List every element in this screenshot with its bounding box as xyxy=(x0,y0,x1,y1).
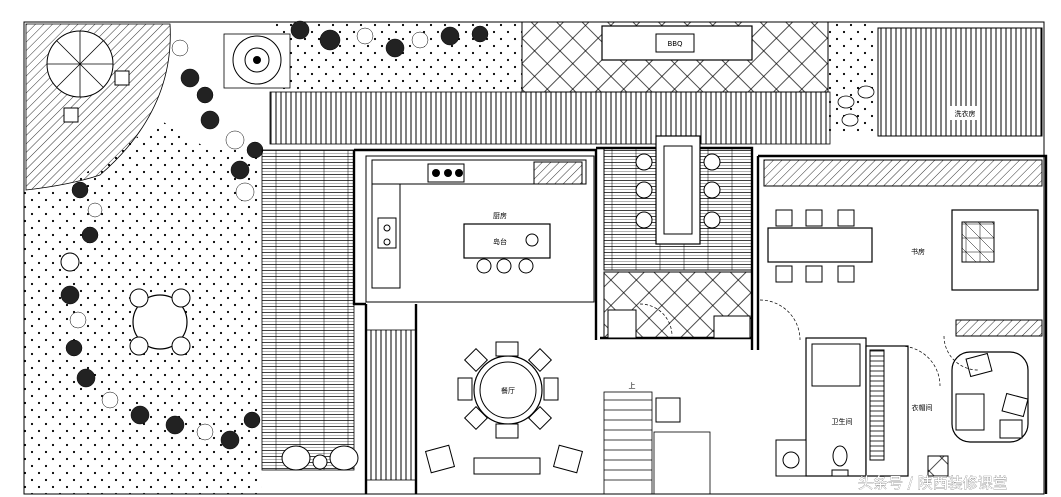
study-shelving xyxy=(763,159,1043,187)
toilet-icon xyxy=(831,445,849,477)
stair-up-label: 上 xyxy=(629,381,636,390)
bathroom-label: 卫生间 xyxy=(832,417,853,426)
study-shelf-bottom xyxy=(955,319,1043,337)
watermark: 头条号 / 陕西装修课堂 xyxy=(858,474,1008,492)
door-swings xyxy=(639,299,979,387)
bbq-label: BBQ xyxy=(667,40,683,48)
armchair xyxy=(655,397,681,423)
fridge xyxy=(533,161,583,185)
lounge-seats xyxy=(965,352,1029,439)
island-label: 岛台 xyxy=(493,237,507,246)
study-label: 书房 xyxy=(911,247,925,256)
cabinet-small xyxy=(607,309,637,339)
lounge-chairs xyxy=(424,444,584,475)
utility-label: 洗衣房 xyxy=(955,109,976,118)
shrub-cluster xyxy=(60,20,489,450)
study-chairs xyxy=(775,209,855,283)
washbasin-icon xyxy=(775,439,807,477)
staircase xyxy=(603,391,711,495)
flower-planter-icon xyxy=(223,33,291,89)
dining-chairs xyxy=(635,153,721,229)
deck-west xyxy=(261,149,355,471)
study-desk xyxy=(767,227,873,263)
deck-hall xyxy=(365,329,417,481)
living-room-label: 餐厅 xyxy=(501,386,515,395)
stepping-stones xyxy=(837,85,875,127)
kitchen-label: 厨房 xyxy=(493,211,507,220)
garden-right-dots xyxy=(828,22,876,132)
bar-stools xyxy=(476,258,534,274)
round-dining-set: 餐厅 xyxy=(457,341,559,439)
deck-top xyxy=(269,91,831,145)
stove-icon xyxy=(427,163,465,183)
garden-lamp xyxy=(60,252,80,272)
cabinet-small-2 xyxy=(713,315,751,339)
patio-chairs xyxy=(281,445,359,471)
laundry-box xyxy=(927,455,949,477)
sink-icon xyxy=(377,217,397,249)
garden-table-icon xyxy=(129,288,191,356)
cloakroom-label: 衣帽间 xyxy=(912,403,933,412)
umbrella-icon xyxy=(46,30,130,123)
